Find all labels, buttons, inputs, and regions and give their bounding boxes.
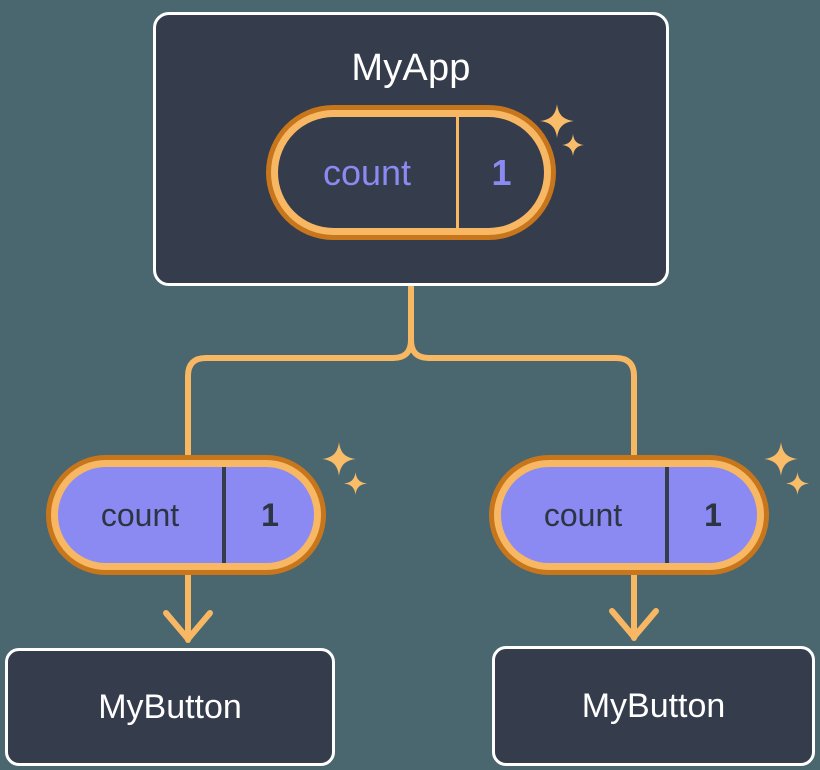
state-pill-root[interactable]: count 1 <box>266 105 556 240</box>
sparkle-icon <box>764 442 798 476</box>
component-label: MyButton <box>98 688 242 726</box>
connector-branch-left <box>185 355 396 458</box>
component-card-mybutton-right[interactable]: MyButton <box>492 646 815 766</box>
arrowhead-left <box>163 610 213 642</box>
state-value-label: 1 <box>704 497 722 533</box>
connector-trunk-right <box>408 337 432 361</box>
component-label: MyButton <box>581 687 726 725</box>
state-pill-body: count 1 <box>501 467 757 563</box>
sparkle-icon <box>344 472 367 495</box>
sparkle-icon <box>322 442 356 476</box>
state-pill-body: count 1 <box>58 467 314 563</box>
state-value-label: 1 <box>261 497 279 533</box>
state-key-label: count <box>58 467 226 563</box>
state-value-label: 1 <box>491 151 512 193</box>
connector-trunk <box>390 284 414 361</box>
page-title: MyApp <box>351 47 471 89</box>
state-pill-child-right[interactable]: count 1 <box>489 455 769 575</box>
arrowhead-right <box>609 608 659 640</box>
state-pill-body: count 1 <box>278 117 544 228</box>
state-key-label: count <box>501 467 669 563</box>
state-pill-ring-inner: count 1 <box>271 110 551 235</box>
connector-branch-right <box>426 355 637 458</box>
state-pill-child-left[interactable]: count 1 <box>46 455 326 575</box>
component-card-myapp[interactable]: MyApp <box>153 12 669 286</box>
sparkle-icon <box>786 472 809 495</box>
component-card-mybutton-left[interactable]: MyButton <box>5 648 335 766</box>
state-key-label: count <box>278 117 459 228</box>
state-pill-ring-inner: count 1 <box>494 460 764 570</box>
state-pill-ring-inner: count 1 <box>51 460 321 570</box>
